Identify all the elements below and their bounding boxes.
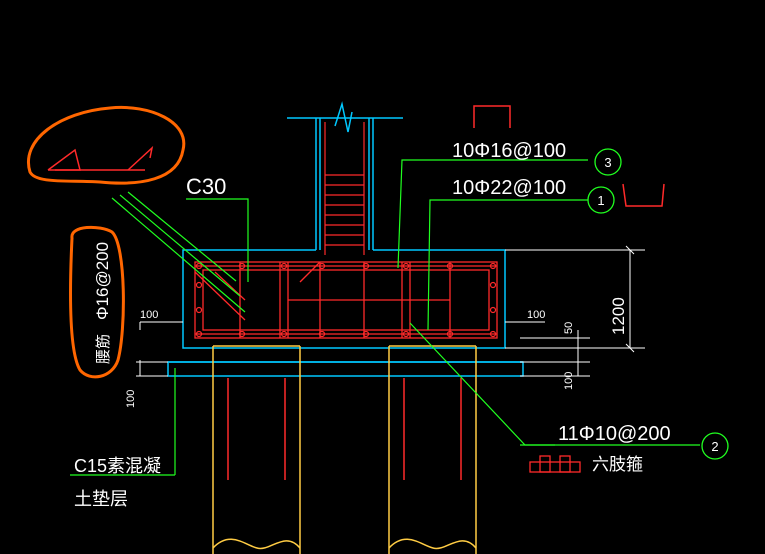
dim-right-cover-label: 100 bbox=[527, 309, 545, 321]
callout-2: 2 bbox=[711, 439, 718, 454]
side-rebar-name-label: 腰筋 bbox=[95, 334, 112, 364]
concrete-grade-label: C30 bbox=[186, 174, 226, 199]
orange-annotation-oval bbox=[69, 225, 125, 379]
pile-left bbox=[212, 345, 301, 554]
stirrup-symbol-icon bbox=[529, 455, 581, 473]
callout-3: 3 bbox=[604, 155, 611, 170]
cloud-rebar-marks bbox=[47, 145, 154, 171]
section-mark-icon bbox=[473, 105, 665, 207]
bedding-label-line2: 土垫层 bbox=[74, 489, 128, 509]
rebar-dots bbox=[195, 262, 497, 338]
dim-bottom-cover-label: 100 bbox=[125, 390, 137, 408]
dim-50-label: 50 bbox=[563, 322, 575, 334]
stirrup-type-label: 六肢箍 bbox=[592, 455, 643, 474]
leader-lines bbox=[70, 159, 700, 476]
column-outline bbox=[287, 117, 403, 250]
dim-left-cover-label: 100 bbox=[140, 309, 158, 321]
side-rebar-spec-label: Φ16@200 bbox=[93, 242, 112, 320]
column-stirrups bbox=[324, 122, 365, 255]
dim-right-bottom-label: 100 bbox=[563, 372, 575, 390]
pile-cap-outline bbox=[167, 249, 524, 377]
stirrup-spec-label: 11Φ10@200 bbox=[558, 423, 671, 445]
dim-height-label: 1200 bbox=[609, 297, 628, 335]
break-line-mark bbox=[334, 101, 353, 133]
pile-cap-rebar bbox=[194, 261, 498, 339]
orange-annotation-cloud bbox=[27, 105, 186, 185]
top-rebar-3-label: 10Φ16@100 bbox=[452, 140, 566, 162]
callout-1: 1 bbox=[597, 193, 604, 208]
callout-circle-icon bbox=[587, 148, 729, 460]
top-rebar-1-label: 10Φ22@100 bbox=[452, 177, 566, 199]
pile-right bbox=[388, 345, 477, 554]
dimension-lines bbox=[136, 245, 645, 377]
bedding-label-line1: C15素混凝 bbox=[74, 456, 161, 476]
